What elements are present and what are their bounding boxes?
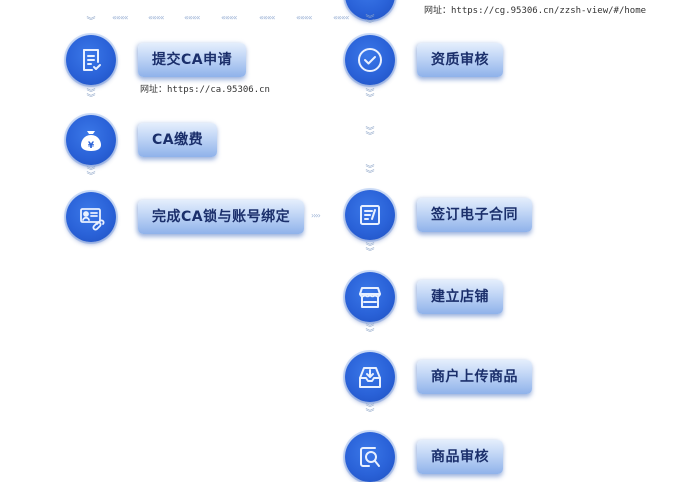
storefront-icon <box>345 272 395 322</box>
chevron-left-icon: «««« <box>184 13 201 22</box>
step-url[interactable]: 网址：https://cg.95306.cn/zzsh-view/#/home <box>424 6 647 16</box>
circle-partial-icon <box>345 0 395 20</box>
id-card-link-icon <box>66 192 116 242</box>
chevron-down-icon: ︾︾ <box>365 127 375 142</box>
chevron-down-icon: ︾︾ <box>86 89 96 104</box>
chevron-left-icon: «««« <box>112 13 129 22</box>
chevron-down-icon: ︾︾ <box>365 404 375 419</box>
step-label: 资质审核 <box>417 43 503 77</box>
chevron-left-icon: «««« <box>148 13 165 22</box>
step-label: 商品审核 <box>417 440 503 474</box>
search-review-icon <box>345 432 395 482</box>
chevron-down-icon: ︾︾ <box>365 324 375 339</box>
chevron-down-icon: ︾︾ <box>365 165 375 180</box>
chevron-left-icon: «««« <box>296 13 313 22</box>
document-check-icon <box>66 35 116 85</box>
step-label: 签订电子合同 <box>417 198 532 232</box>
chevron-down-icon: ︾︾ <box>86 167 96 182</box>
svg-text:¥: ¥ <box>88 141 95 151</box>
money-bag-yen-icon: ¥ <box>66 115 116 165</box>
step-url[interactable]: 网址：https://ca.95306.cn <box>140 85 270 95</box>
chevron-right-icon: ›››› <box>311 211 321 220</box>
step-label: 提交CA申请 <box>138 43 247 77</box>
contract-sign-icon <box>345 190 395 240</box>
inbox-upload-icon <box>345 352 395 402</box>
chevron-left-icon: «««« <box>221 13 238 22</box>
chevron-down-icon: ︾︾ <box>365 243 375 258</box>
step-label: 完成CA锁与账号绑定 <box>138 200 305 234</box>
step-label: 商户上传商品 <box>417 360 532 394</box>
chevron-left-icon: «««« <box>259 13 276 22</box>
step-label: 建立店铺 <box>417 280 503 314</box>
chevron-down-icon: ︾︾ <box>365 89 375 104</box>
chevron-down-icon: ︾ <box>86 17 96 27</box>
chevron-down-icon: ︾︾ <box>365 15 375 30</box>
chevron-left-icon: «««« <box>333 13 350 22</box>
check-circle-icon <box>345 35 395 85</box>
step-label: CA缴费 <box>138 123 218 157</box>
